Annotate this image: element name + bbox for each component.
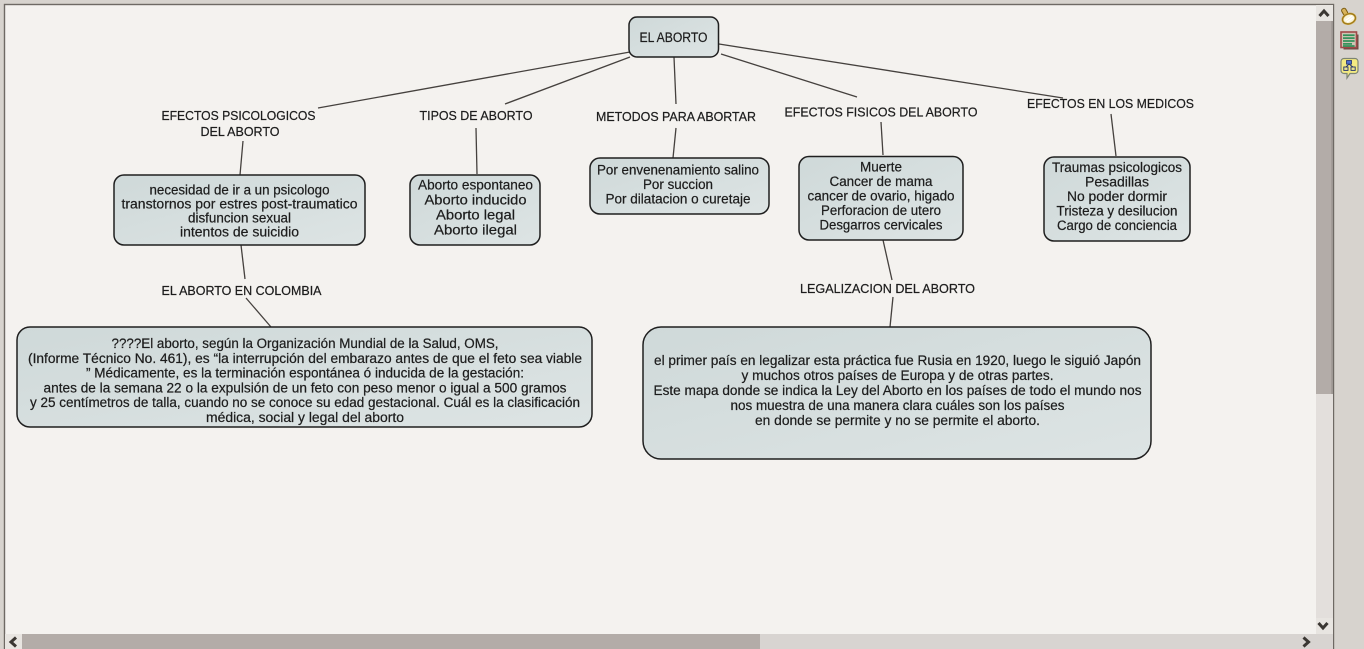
svg-text:intentos de suicidio: intentos de suicidio	[180, 225, 299, 240]
svg-text:Perforacion de utero: Perforacion de utero	[821, 203, 941, 218]
svg-text:Desgarros cervicales: Desgarros cervicales	[820, 218, 943, 233]
svg-text:Aborto espontaneo: Aborto espontaneo	[418, 178, 533, 193]
svg-text:Cancer de mama: Cancer de mama	[830, 174, 934, 189]
svg-text:Aborto legal: Aborto legal	[436, 208, 515, 223]
svg-text:y 25 centímetros de talla, cua: y 25 centímetros de talla, cuando no se …	[30, 395, 580, 410]
svg-text:Aborto inducido: Aborto inducido	[425, 193, 527, 208]
svg-text:Muerte: Muerte	[860, 160, 902, 175]
svg-text:Por envenenamiento salino: Por envenenamiento salino	[597, 163, 759, 178]
svg-text:el primer país en legalizar es: el primer país en legalizar esta práctic…	[654, 353, 1141, 368]
svg-text:en donde se permite y no se pe: en donde se permite y no se permite el a…	[755, 413, 1040, 428]
svg-text:EL ABORTO: EL ABORTO	[640, 30, 708, 45]
svg-text:LEGALIZACION DEL ABORTO: LEGALIZACION DEL ABORTO	[800, 281, 975, 296]
svg-text:y muchos otros países de Europ: y muchos otros países de Europa y de otr…	[742, 368, 1054, 383]
svg-text:EL ABORTO EN COLOMBIA: EL ABORTO EN COLOMBIA	[162, 283, 322, 298]
svg-text:Por dilatacion o curetaje: Por dilatacion o curetaje	[606, 192, 751, 207]
svg-text:Traumas psicologicos: Traumas psicologicos	[1052, 160, 1182, 175]
svg-text:DEL ABORTO: DEL ABORTO	[201, 124, 280, 139]
svg-text:(Informe Técnico No. 461), es: (Informe Técnico No. 461), es “la interr…	[28, 351, 582, 366]
svg-text:Pesadillas: Pesadillas	[1085, 175, 1149, 190]
svg-text:????El aborto, según la Organi: ????El aborto, según la Organización Mun…	[112, 336, 499, 351]
svg-text:Tristeza y desilucion: Tristeza y desilucion	[1057, 204, 1178, 219]
svg-text:EFECTOS FISICOS DEL ABORTO: EFECTOS FISICOS DEL ABORTO	[785, 105, 978, 120]
svg-text:transtornos por estres post-tr: transtornos por estres post-traumatico	[122, 197, 358, 212]
svg-text:cancer de ovario, higado: cancer de ovario, higado	[808, 189, 955, 204]
svg-text:EFECTOS PSICOLOGICOS: EFECTOS PSICOLOGICOS	[162, 108, 316, 123]
svg-text:médica, social y legal del abo: médica, social y legal del aborto	[206, 410, 404, 425]
svg-text:METODOS PARA ABORTAR: METODOS PARA ABORTAR	[596, 109, 756, 124]
svg-text:EFECTOS EN LOS MEDICOS: EFECTOS EN LOS MEDICOS	[1027, 96, 1194, 111]
svg-text:No poder dormir: No poder dormir	[1067, 189, 1168, 204]
svg-text:” Médicamente, es la terminaci: ” Médicamente, es la terminación espontá…	[86, 366, 524, 381]
svg-text:Este mapa donde se indica la L: Este mapa donde se indica la Ley del Abo…	[654, 383, 1142, 398]
svg-text:disfuncion sexual: disfuncion sexual	[188, 211, 291, 226]
svg-text:nos muestra de una manera clar: nos muestra de una manera clara cuáles s…	[731, 398, 1065, 413]
svg-text:Por succion: Por succion	[643, 177, 713, 192]
svg-text:necesidad de ir a un psicologo: necesidad de ir a un psicologo	[150, 183, 330, 198]
svg-text:Aborto ilegal: Aborto ilegal	[434, 223, 517, 238]
svg-text:Cargo de conciencia: Cargo de conciencia	[1057, 218, 1178, 233]
svg-text:TIPOS DE ABORTO: TIPOS DE ABORTO	[420, 108, 533, 123]
svg-text:antes de la semana 22 o la exp: antes de la semana 22 o la expulsión de …	[44, 380, 567, 395]
